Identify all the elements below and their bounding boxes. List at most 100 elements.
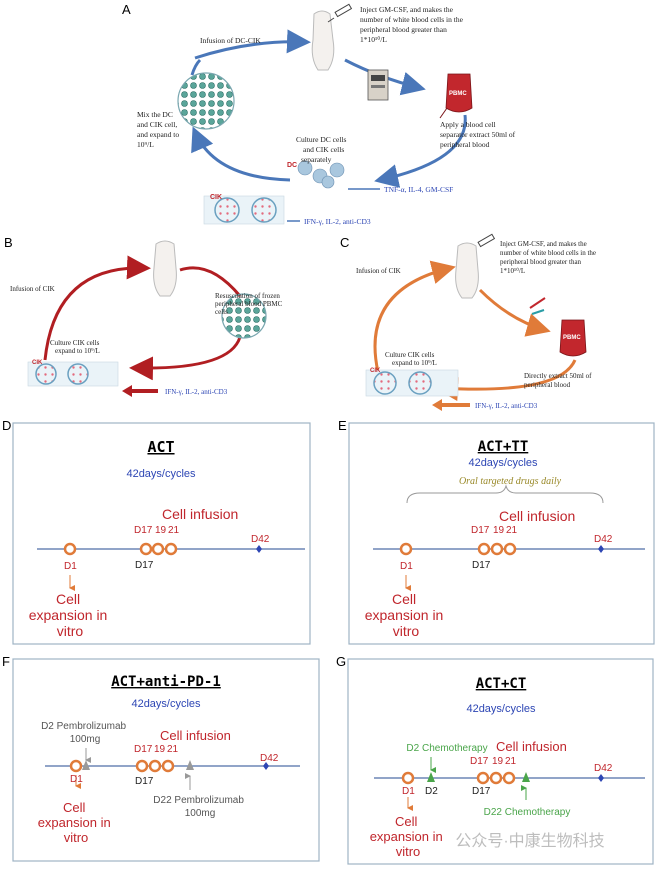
cik-dishes: CIK: [203, 194, 285, 225]
arrow-c-ifn: [432, 399, 470, 411]
arrow-c-infusion: [373, 260, 456, 373]
marker-e-d42: [598, 545, 604, 553]
oral-drugs-label: Oral targeted drugs daily: [459, 476, 562, 487]
body-figure: [311, 10, 335, 71]
panel-b: B CIK Infusion of CIK Resuscitation of f…: [4, 235, 284, 397]
arrow-b-infusion: [43, 255, 151, 361]
arrow-b-ifn: [122, 385, 158, 397]
label-e-d42: D42: [594, 534, 613, 545]
panel-e-frame: [348, 422, 655, 645]
panel-d-frame: [12, 422, 311, 645]
marker-d19: [151, 542, 165, 556]
marker-f-d19: [148, 759, 162, 773]
panel-c-letter: C: [340, 235, 349, 250]
marker-f-d22: [186, 760, 194, 770]
marker-d17: [139, 542, 153, 556]
blood-bag-icon-c: PBMC: [559, 319, 587, 357]
panel-g-letter: G: [336, 654, 346, 669]
label-g-d17-bottom: D17: [472, 786, 491, 797]
panel-a: A PBMC: [122, 2, 517, 226]
arrow-b-top: [179, 266, 242, 297]
panel-c-inject-text: Inject GM-CSF, and makes the number of w…: [500, 240, 598, 275]
label-e-d21: 21: [506, 525, 518, 536]
arrow-to-culture: [374, 114, 467, 188]
panel-a-inject-text: Inject GM-CSF, and makes the number of w…: [360, 5, 465, 44]
marker-g-d1: [401, 771, 415, 785]
arrow-infusion: [194, 29, 311, 60]
cell-infusion-d: Cell infusion: [162, 506, 238, 522]
marker-g-d2: [427, 772, 435, 782]
panel-a-infusion-text: Infusion of DC-CIK: [200, 36, 261, 45]
panel-a-apply-text: Apply a blood cell separator extract 50m…: [440, 120, 517, 149]
marker-d42: [256, 545, 262, 553]
svg-text:PBMC: PBMC: [563, 335, 581, 341]
marker-e-d21: [503, 542, 517, 556]
panel-f-cycle: 42days/cycles: [131, 698, 201, 710]
marker-g-d21: [502, 771, 516, 785]
panel-b-resus-text: Resuscitation of frozen peripheral blood…: [215, 292, 284, 316]
label-f-d42: D42: [260, 753, 279, 764]
panel-b-letter: B: [4, 235, 13, 250]
mixed-cells-dish: [177, 72, 235, 130]
label-f-d1: D1: [70, 774, 83, 785]
panel-a-tnf-text: TNF-α, IL-4, GM-CSF: [384, 185, 453, 194]
panel-f-letter: F: [2, 654, 10, 669]
label-d42: D42: [251, 534, 270, 545]
label-d1: D1: [64, 561, 77, 572]
blood-bag-icon: PBMC: [439, 73, 473, 119]
svg-text:DC: DC: [287, 162, 297, 169]
body-figure-c: [455, 242, 479, 299]
expansion-d: Cell expansion in vitro: [29, 591, 112, 639]
body-figure-b: [153, 240, 177, 297]
d22-chemotherapy: D22 Chemotherapy: [484, 807, 571, 818]
marker-g-d19: [489, 771, 503, 785]
svg-text:CIK: CIK: [210, 194, 222, 201]
marker-g-d17: [476, 771, 490, 785]
marker-d1: [63, 542, 77, 556]
panel-c-ifn-text: IFN-γ, IL-2, anti-CD3: [475, 402, 538, 410]
label-g-d17-top: D17: [470, 756, 489, 767]
panel-d-title: ACT: [147, 438, 174, 456]
marker-f-d42: [263, 762, 269, 770]
expansion-e: Cell expansion in vitro: [365, 591, 448, 639]
panel-c-culture-text: Culture CIK cells expand to 10⁹/L: [385, 351, 437, 367]
label-g-d21: 21: [505, 756, 517, 767]
label-f-d17-top: D17: [134, 744, 153, 755]
panel-d-letter: D: [2, 418, 11, 433]
panel-e: E ACT+TT 42days/cycles Oral targeted dru…: [338, 418, 655, 645]
panel-a-culture-text: Culture DC cells and CIK cells separatel…: [296, 135, 348, 164]
cik-dishes-c: CIK: [365, 368, 459, 397]
d22-pembrolizumab: D22 Pembrolizumab 100mg: [153, 795, 246, 819]
d2-chemotherapy: D2 Chemotherapy: [406, 743, 487, 754]
marker-e-d1: [399, 542, 413, 556]
needle-icon-c: [529, 297, 546, 315]
label-f-d19: 19: [154, 744, 166, 755]
panel-c: C PBMC CIK Inject GM-CSF, and makes the …: [340, 233, 598, 411]
watermark: 公众号·中康生物科技: [455, 832, 604, 850]
oral-drugs-brace: [406, 484, 604, 504]
syringe-icon-c: [477, 233, 496, 248]
panel-c-infusion-text: Infusion of CIK: [356, 267, 401, 275]
label-f-d17-bottom: D17: [135, 776, 154, 787]
arrow-to-mix: [191, 126, 291, 182]
syringe-icon: [327, 3, 353, 23]
cell-infusion-f: Cell infusion: [160, 728, 231, 743]
panel-g-title: ACT+CT: [476, 676, 527, 692]
panel-b-ifn-text: IFN-γ, IL-2, anti-CD3: [165, 388, 228, 396]
expansion-f: Cell expansion in vitro: [38, 800, 115, 845]
panel-a-letter: A: [122, 2, 131, 17]
label-d19: 19: [155, 525, 167, 536]
panel-e-title: ACT+TT: [478, 439, 529, 455]
label-d21: 21: [168, 525, 180, 536]
marker-e-d19: [490, 542, 504, 556]
label-g-d2: D2: [425, 786, 438, 797]
label-g-d42: D42: [594, 763, 613, 774]
svg-text:PBMC: PBMC: [449, 91, 467, 97]
separator-machine-icon: [367, 69, 389, 101]
panel-g: G ACT+CT 42days/cycles D2 Chemotherapy D…: [336, 654, 654, 865]
label-f-d21: 21: [167, 744, 179, 755]
dc-cells: DC: [287, 160, 345, 189]
label-d17-bottom: D17: [135, 560, 154, 571]
marker-f-d17: [135, 759, 149, 773]
